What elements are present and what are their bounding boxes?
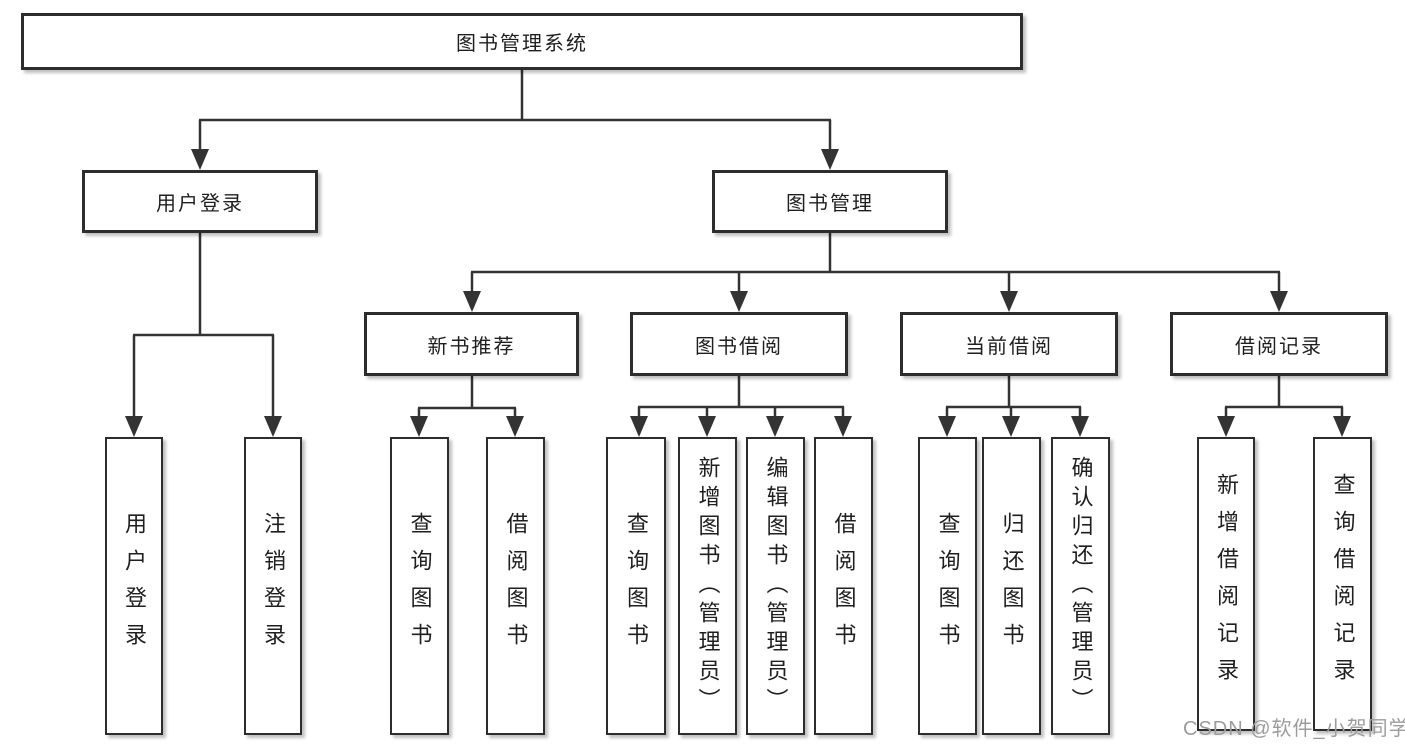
- leaf-user-login: 用户登录: [105, 437, 163, 735]
- leaf-current-query-books-label: 查询图书: [935, 512, 961, 660]
- node-new-book-rec-label: 新书推荐: [427, 335, 516, 358]
- leaf-newrec-borrow-books-label: 借阅图书: [503, 512, 529, 660]
- node-book-borrow: 图书借阅: [630, 312, 848, 376]
- node-borrow-records-label: 借阅记录: [1235, 335, 1323, 358]
- leaf-newrec-borrow-books: 借阅图书: [486, 437, 545, 735]
- leaf-borrow-query-books-label: 查询图书: [624, 512, 649, 660]
- leaf-logout-label: 注销登录: [261, 512, 286, 660]
- node-user-login-label: 用户登录: [156, 193, 244, 215]
- leaf-confirm-return-admin: 确认归还（管理员）: [1051, 437, 1110, 735]
- csdn-watermark: CSDN @软件_小贺同学: [1183, 718, 1405, 740]
- node-current-borrow: 当前借阅: [900, 312, 1118, 376]
- leaf-confirm-return-admin-label: 确认归还（管理员）: [1068, 455, 1094, 717]
- node-current-borrow-label: 当前借阅: [965, 335, 1053, 358]
- leaf-add-books-admin-label: 新增图书（管理员）: [695, 455, 721, 717]
- leaf-newrec-query-books: 查询图书: [390, 437, 449, 735]
- leaf-borrow-borrow-books-label: 借阅图书: [831, 512, 857, 660]
- leaf-query-borrow-record-label: 查询借阅记录: [1330, 473, 1356, 695]
- leaf-current-query-books: 查询图书: [918, 437, 977, 735]
- node-new-book-rec: 新书推荐: [364, 312, 579, 376]
- node-book-mgmt-label: 图书管理: [786, 193, 874, 215]
- leaf-query-borrow-record: 查询借阅记录: [1313, 437, 1372, 731]
- leaf-borrow-query-books: 查询图书: [606, 437, 666, 735]
- leaf-logout: 注销登录: [244, 437, 302, 735]
- leaf-newrec-query-books-label: 查询图书: [407, 512, 433, 660]
- node-book-borrow-label: 图书借阅: [695, 335, 783, 358]
- leaf-add-borrow-record: 新增借阅记录: [1197, 437, 1255, 731]
- node-root: 图书管理系统: [21, 13, 1023, 70]
- leaf-add-books-admin: 新增图书（管理员）: [678, 437, 737, 735]
- leaf-add-borrow-record-label: 新增借阅记录: [1214, 473, 1239, 695]
- node-user-login: 用户登录: [82, 170, 318, 233]
- leaf-user-login-label: 用户登录: [122, 512, 147, 660]
- node-root-label: 图书管理系统: [456, 33, 588, 55]
- node-book-mgmt: 图书管理: [712, 170, 948, 233]
- node-borrow-records: 借阅记录: [1170, 312, 1388, 376]
- leaf-return-books-label: 归还图书: [999, 512, 1025, 660]
- leaf-edit-books-admin-label: 编辑图书（管理员）: [763, 455, 789, 717]
- leaf-return-books: 归还图书: [982, 437, 1041, 735]
- leaf-edit-books-admin: 编辑图书（管理员）: [746, 437, 805, 735]
- leaf-borrow-borrow-books: 借阅图书: [814, 437, 873, 735]
